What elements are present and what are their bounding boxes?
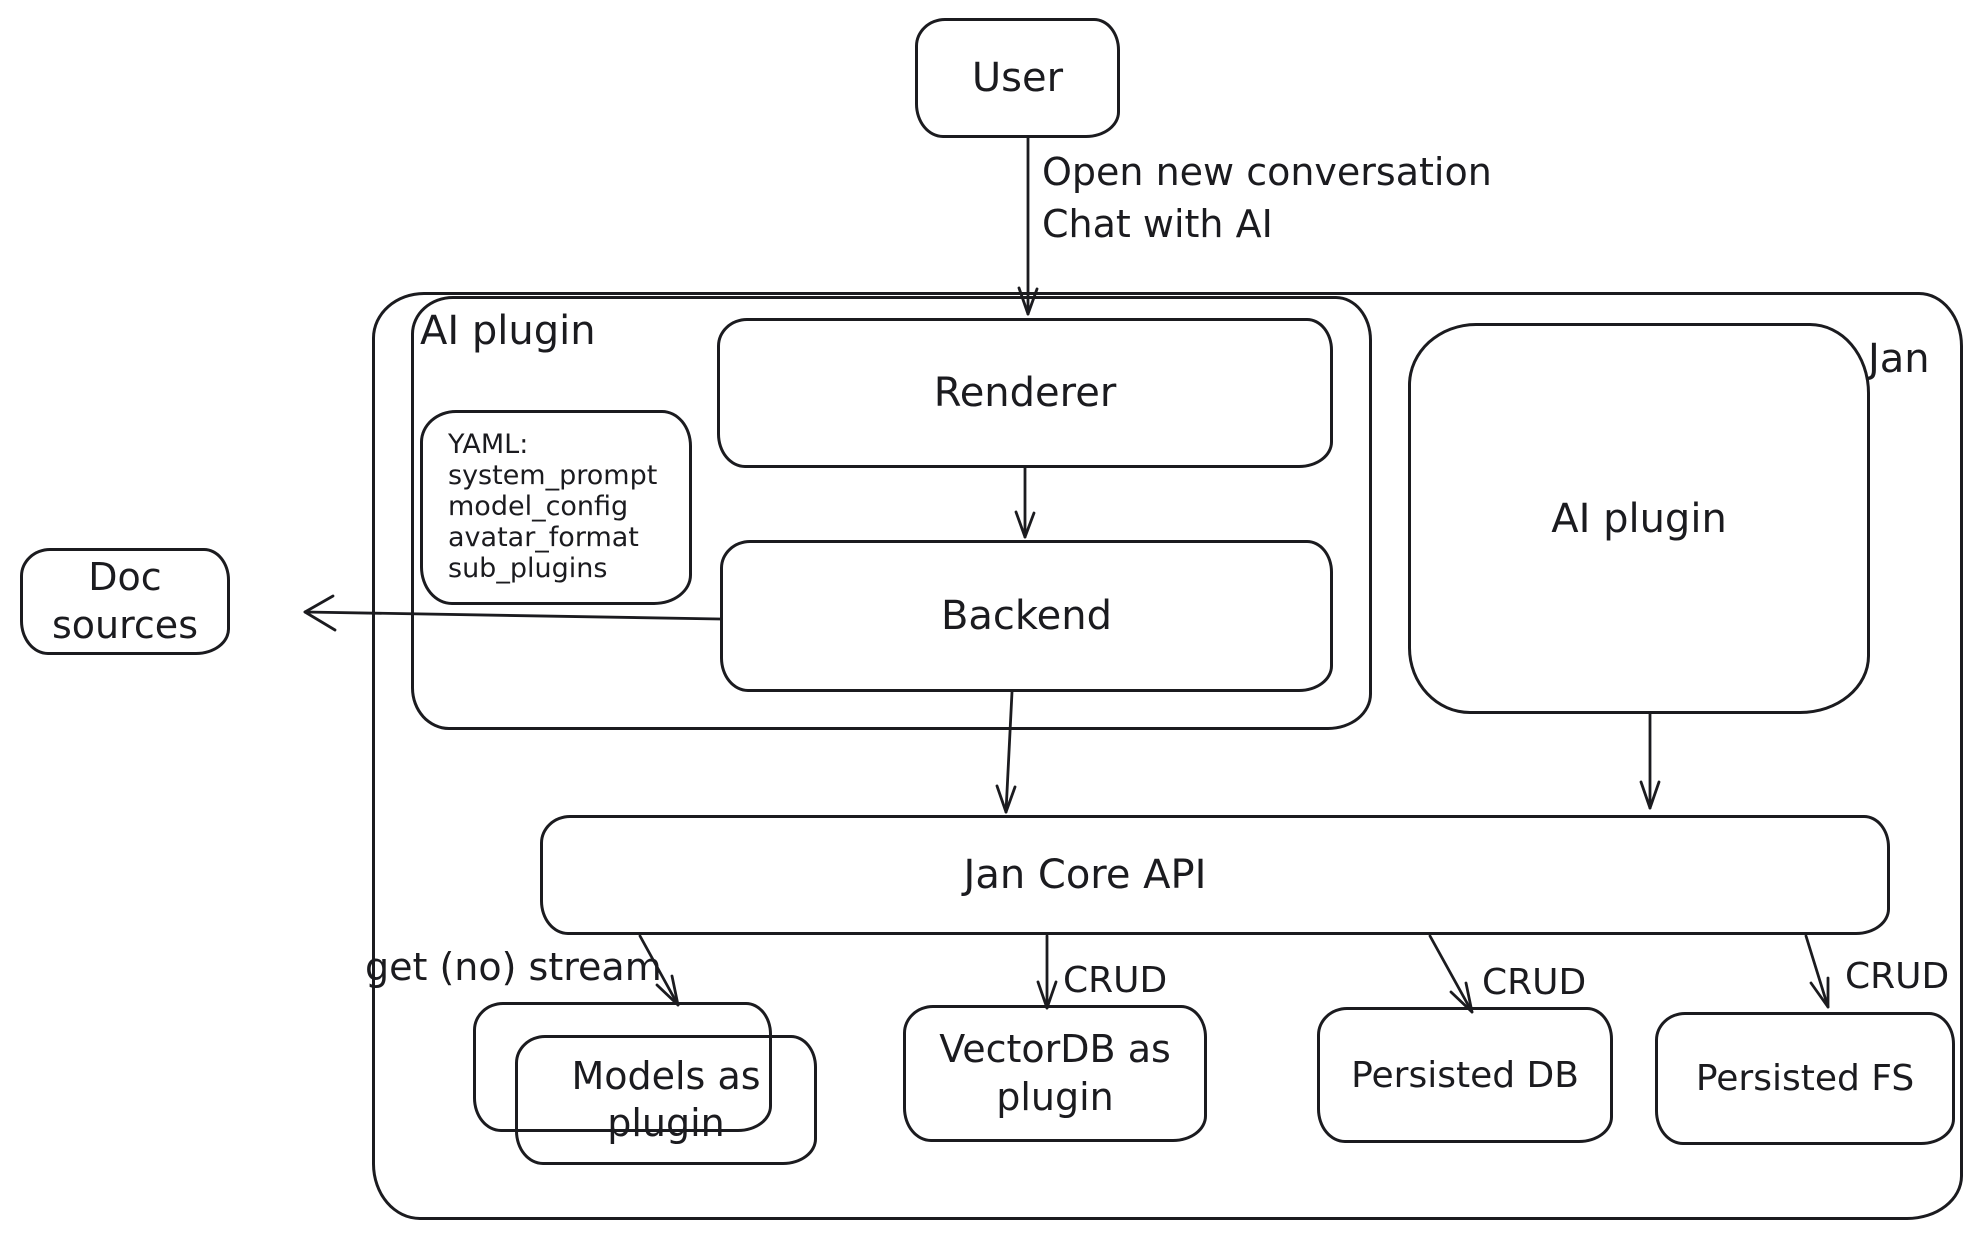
edge-user-to-renderer — [1017, 136, 1039, 316]
edge-label-open-new-conversation: Open new conversation — [1042, 150, 1492, 194]
user-node-label: User — [971, 55, 1064, 101]
yaml-note-line: YAML: — [448, 429, 529, 460]
jan-core-api-node: Jan Core API — [540, 815, 1890, 935]
yaml-note: YAML: system_prompt model_config avatar_… — [420, 410, 692, 605]
vectordb-as-plugin-label: VectorDB as plugin — [939, 1027, 1171, 1119]
renderer-node-label: Renderer — [933, 370, 1117, 416]
edge-label-crud-persisted-db: CRUD — [1482, 962, 1587, 1003]
edge-label-get-no-stream: get (no) stream — [365, 945, 662, 989]
ai-plugin-group-label: AI plugin — [420, 308, 596, 354]
persisted-fs-node: Persisted FS — [1655, 1012, 1955, 1145]
yaml-note-line: model_config — [448, 491, 629, 522]
ai-plugin-group — [411, 296, 1372, 730]
renderer-node: Renderer — [717, 318, 1333, 468]
ai-plugin-right-node-label: AI plugin — [1551, 495, 1727, 542]
ai-plugin-right-node: AI plugin — [1408, 323, 1870, 714]
edge-label-crud-persisted-fs: CRUD — [1845, 956, 1950, 997]
backend-node-label: Backend — [940, 593, 1113, 639]
jan-container — [372, 292, 1963, 1220]
doc-sources-node-label: Doc sources — [52, 555, 198, 647]
yaml-note-text: YAML: system_prompt model_config avatar_… — [423, 413, 657, 584]
vectordb-as-plugin-node: VectorDB as plugin — [903, 1005, 1207, 1142]
edge-label-crud-vectordb: CRUD — [1063, 960, 1168, 1001]
doc-sources-node: Doc sources — [20, 548, 230, 655]
persisted-db-node: Persisted DB — [1317, 1007, 1613, 1143]
backend-node: Backend — [720, 540, 1333, 692]
jan-container-label: Jan — [1868, 336, 1930, 382]
persisted-db-label: Persisted DB — [1351, 1054, 1579, 1096]
edge-label-chat-with-ai: Chat with AI — [1042, 202, 1273, 246]
models-as-plugin-label: Models as plugin — [571, 1053, 761, 1146]
models-as-plugin-back-box — [473, 1002, 772, 1132]
models-as-plugin-node: Models as plugin — [515, 1035, 817, 1165]
persisted-fs-label: Persisted FS — [1695, 1058, 1915, 1099]
user-node: User — [915, 18, 1120, 138]
yaml-note-line: system_prompt — [448, 460, 658, 491]
jan-core-api-node-label: Jan Core API — [963, 852, 1207, 898]
yaml-note-line: sub_plugins — [448, 553, 608, 584]
yaml-note-line: avatar_format — [448, 522, 639, 553]
